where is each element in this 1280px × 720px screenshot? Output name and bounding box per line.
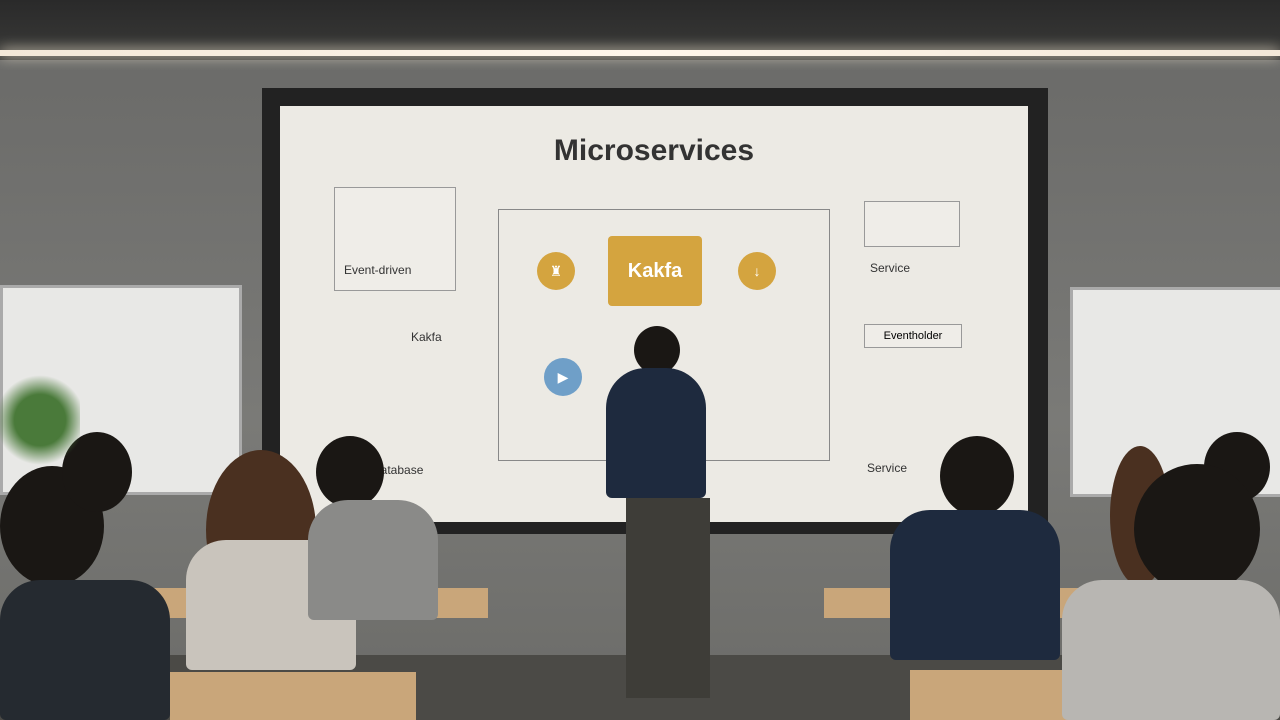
kafka-node: Kakfa <box>608 236 702 306</box>
plant <box>0 370 80 470</box>
database-label: Database <box>372 463 424 477</box>
audience-head <box>940 436 1014 516</box>
service-label-bottom: Service <box>867 461 908 475</box>
eventholder-box: Eventholder <box>864 324 962 348</box>
audience-member <box>0 580 170 720</box>
audience-member <box>308 500 438 620</box>
stream-icon: ▶ <box>544 358 582 396</box>
projector-screen: Microservices Event-driven Kakfa Databas… <box>280 106 1028 522</box>
service-label-top: Service <box>870 261 911 275</box>
desk-front-left <box>170 672 416 720</box>
service-box-top <box>864 201 960 247</box>
event-driven-label: Event-driven <box>344 263 412 277</box>
presenter-head <box>634 326 680 374</box>
slide-title: Microservices <box>553 134 755 167</box>
desk-front-right <box>910 670 1080 720</box>
event-driven-box <box>334 187 456 291</box>
audience-member <box>1062 580 1280 720</box>
audience-member <box>890 510 1060 660</box>
audience-head <box>1134 464 1260 594</box>
kafka-side-label: Kakfa <box>411 330 442 344</box>
audience-head <box>316 436 384 508</box>
presenter-legs <box>626 498 710 698</box>
ceiling-light <box>0 50 1280 56</box>
presenter-torso <box>606 368 706 498</box>
consumer-icon: ↓ <box>738 252 776 290</box>
producer-icon: ♜ <box>537 252 575 290</box>
